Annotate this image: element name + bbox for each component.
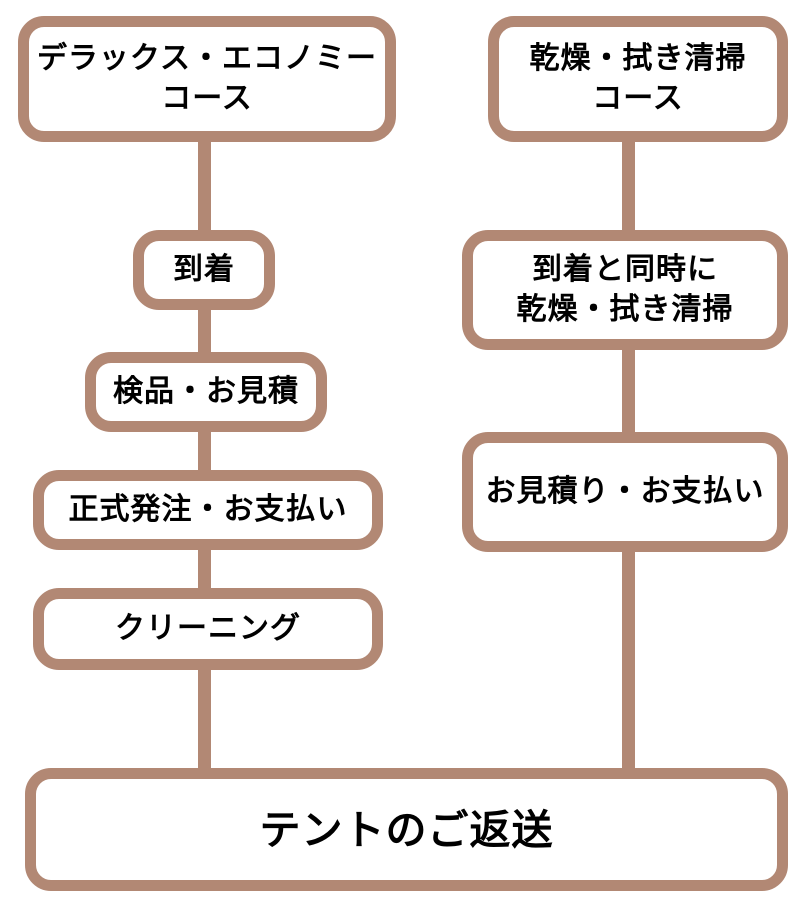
node-deluxe-economy-course: デラックス・エコノミー コース — [18, 16, 396, 142]
connector-deluxe-to-arrival — [198, 142, 211, 230]
node-label-line: 乾燥・拭き清掃 — [529, 42, 747, 75]
node-label-line: 検品・お見積 — [113, 375, 299, 408]
node-label-line: コース — [161, 82, 253, 115]
node-cleaning: クリーニング — [33, 588, 383, 670]
node-arrival-dry-wipe: 到着と同時に 乾燥・拭き清掃 — [462, 230, 788, 350]
node-label-line: クリーニング — [115, 612, 301, 645]
node-estimate-payment: お見積り・お支払い — [462, 432, 788, 552]
node-label-line: テントのご返送 — [259, 806, 554, 853]
node-tent-return: テントのご返送 — [25, 768, 788, 891]
node-label-line: 到着 — [173, 253, 235, 286]
node-dry-wipe-course: 乾燥・拭き清掃 コース — [488, 16, 788, 142]
node-label-line: 到着と同時に — [532, 253, 718, 286]
node-label-line: お見積り・お支払い — [485, 475, 765, 508]
connector-cleaning-to-return — [198, 670, 211, 768]
connector-drycourse-to-drywipe — [622, 142, 635, 230]
connector-arrival-to-inspection — [198, 310, 211, 352]
connector-drywipe-to-estimate — [622, 350, 635, 432]
node-inspection-estimate: 検品・お見積 — [85, 352, 327, 432]
node-arrival: 到着 — [133, 230, 275, 310]
node-label-line: コース — [592, 82, 684, 115]
connector-inspection-to-order — [198, 432, 211, 470]
node-label-line: 乾燥・拭き清掃 — [516, 293, 734, 326]
connector-order-to-cleaning — [198, 550, 211, 588]
connector-estimate-to-return — [622, 552, 635, 768]
node-formal-order-payment: 正式発注・お支払い — [33, 470, 383, 550]
node-label-line: 正式発注・お支払い — [68, 493, 348, 526]
node-label-line: デラックス・エコノミー — [36, 42, 378, 75]
